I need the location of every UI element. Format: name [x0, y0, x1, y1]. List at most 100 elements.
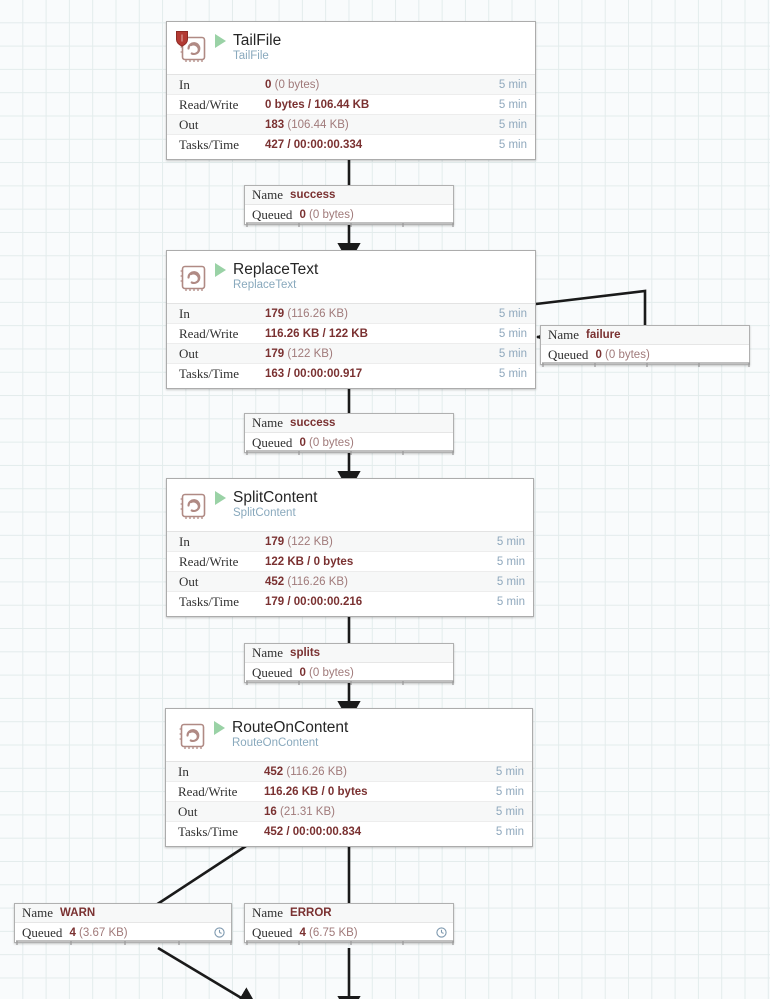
- processor-chip-icon: [180, 265, 206, 291]
- connection-name-value: ERROR: [290, 907, 332, 919]
- stat-label: In: [179, 533, 190, 549]
- connection-label-warn[interactable]: Name WARN Queued 4 (3.67 KB): [14, 903, 232, 943]
- queued-count: 4: [299, 926, 306, 939]
- processor-chip-icon: [179, 723, 205, 749]
- stat-time: 5 min: [498, 307, 527, 320]
- stat-value: 179 (122 KB): [265, 348, 499, 360]
- expiration-clock-icon[interactable]: [214, 927, 225, 938]
- stat-row-out: Out 452 (116.26 KB) 5 min: [167, 572, 533, 592]
- connection-queued-row: Queued 0 (0 bytes): [245, 433, 453, 452]
- connection-name-value: success: [290, 189, 336, 201]
- queued-count: 0: [299, 436, 306, 449]
- processor-splitcontent[interactable]: SplitContent SplitContent In 179 (122 KB…: [166, 478, 534, 617]
- stat-label: In: [179, 76, 190, 92]
- stat-label: Tasks/Time: [179, 594, 240, 609]
- stat-row-out: Out 179 (122 KB) 5 min: [167, 344, 535, 364]
- connection-name-row: Name ERROR: [245, 904, 453, 923]
- run-play-icon[interactable]: [215, 33, 226, 48]
- processor-titles: TailFile TailFile: [215, 31, 281, 64]
- edge-routeoncontent-to-warn: [155, 844, 247, 907]
- stat-value-dim: (122 KB): [287, 535, 333, 548]
- connection-queued-value: 4 (6.75 KB): [299, 927, 357, 939]
- processor-replacetext[interactable]: ReplaceText ReplaceText In 179 (116.26 K…: [166, 250, 536, 389]
- stat-value-strong: 452: [264, 765, 284, 778]
- stat-label: Read/Write: [179, 325, 239, 341]
- processor-stats-table: In 179 (122 KB) 5 min Read/Write 122 KB …: [167, 531, 533, 612]
- connection-label-failure[interactable]: Name failure Queued 0 (0 bytes): [540, 325, 750, 365]
- stat-row-out: Out 16 (21.31 KB) 5 min: [166, 802, 532, 822]
- stat-time: 5 min: [495, 785, 524, 798]
- stat-label: Tasks/Time: [179, 366, 240, 381]
- stat-value-dim: (106.44 KB): [287, 118, 349, 131]
- connection-label-error[interactable]: Name ERROR Queued 4 (6.75 KB): [244, 903, 454, 943]
- expiration-clock-icon[interactable]: [436, 927, 447, 938]
- stat-time: 5 min: [498, 139, 527, 151]
- stat-value: 163 / 00:00:00.917: [265, 368, 499, 380]
- processor-title-row: SplitContent: [215, 489, 317, 506]
- stat-value: 452 (116.26 KB): [264, 766, 496, 778]
- stat-value-dim: (116.26 KB): [287, 307, 348, 320]
- stat-time: 5 min: [498, 368, 527, 380]
- stat-label: Out: [179, 573, 199, 589]
- processor-name: SplitContent: [233, 489, 318, 506]
- connection-name-row: Name success: [245, 414, 453, 433]
- stat-value-strong: 122 KB / 0 bytes: [265, 555, 354, 568]
- processor-type: TailFile: [233, 50, 269, 62]
- stat-label: Read/Write: [178, 783, 238, 799]
- connection-label-success-1[interactable]: Name success Queued 0 (0 bytes): [244, 185, 454, 225]
- run-play-icon[interactable]: [215, 490, 226, 505]
- stat-value-dim: (116.26 KB): [287, 575, 348, 588]
- run-play-icon[interactable]: [215, 262, 226, 277]
- run-play-icon[interactable]: [214, 720, 225, 735]
- connection-name-key: Name: [252, 415, 284, 430]
- stat-label: Tasks/Time: [179, 137, 240, 152]
- connection-label-splits[interactable]: Name splits Queued 0 (0 bytes): [244, 643, 454, 683]
- connection-scale-bar-warn: [16, 940, 232, 945]
- connection-label-success-2[interactable]: Name success Queued 0 (0 bytes): [244, 413, 454, 453]
- stat-label: Out: [179, 116, 199, 132]
- stat-row-in: In 179 (116.26 KB) 5 min: [167, 304, 535, 324]
- stat-value: 179 / 00:00:00.216: [265, 596, 497, 608]
- processor-type: ReplaceText: [233, 279, 297, 291]
- stat-value: 452 / 00:00:00.834: [264, 826, 496, 838]
- processor-title-row: RouteOnContent: [214, 719, 348, 736]
- stat-row-tasks-time: Tasks/Time 427 / 00:00:00.334 5 min: [167, 135, 535, 155]
- stat-value-strong: 179: [265, 535, 285, 548]
- stat-value: 116.26 KB / 122 KB: [265, 328, 499, 340]
- stat-time: 5 min: [495, 765, 524, 778]
- processor-name: RouteOnContent: [232, 719, 349, 736]
- stat-row-readwrite: Read/Write 116.26 KB / 122 KB 5 min: [167, 324, 535, 344]
- stat-label: In: [179, 305, 190, 321]
- connection-queued-key: Queued: [252, 664, 293, 680]
- processor-routeoncontent[interactable]: RouteOnContent RouteOnContent In 452 (11…: [165, 708, 533, 847]
- stat-value: 122 KB / 0 bytes: [265, 556, 497, 568]
- stat-label: Read/Write: [179, 96, 239, 112]
- connection-name-key: Name: [252, 187, 284, 202]
- connection-name-value: splits: [290, 647, 321, 659]
- stat-value: 183 (106.44 KB): [265, 119, 499, 131]
- connection-scale-bar-success-2: [246, 450, 454, 455]
- processor-tailfile[interactable]: TailFile TailFile In 0 (0 bytes) 5 min R…: [166, 21, 536, 160]
- processor-title-row: TailFile: [215, 32, 281, 49]
- stat-value-strong: 116.26 KB / 122 KB: [265, 327, 368, 340]
- processor-titles: ReplaceText ReplaceText: [215, 260, 318, 293]
- connection-name-value: failure: [586, 329, 621, 341]
- processor-type: SplitContent: [233, 507, 296, 519]
- stat-value-strong: 179: [265, 347, 285, 360]
- stat-label: Out: [178, 803, 198, 819]
- processor-name: TailFile: [233, 32, 282, 49]
- connection-queued-key: Queued: [252, 434, 293, 450]
- stat-row-tasks-time: Tasks/Time 452 / 00:00:00.834 5 min: [166, 822, 532, 842]
- stat-value-strong: 183: [265, 118, 285, 131]
- processor-header: SplitContent SplitContent: [167, 479, 533, 531]
- processor-name: ReplaceText: [233, 261, 319, 278]
- stat-label: In: [178, 763, 189, 779]
- stat-value-dim: (116.26 KB): [286, 765, 347, 778]
- connection-queued-row: Queued 4 (6.75 KB): [245, 923, 453, 942]
- processor-type: RouteOnContent: [232, 737, 319, 749]
- stat-row-tasks-time: Tasks/Time 179 / 00:00:00.216 5 min: [167, 592, 533, 612]
- stat-time: 5 min: [498, 347, 527, 360]
- stat-time: 5 min: [498, 98, 527, 111]
- queued-size: (0 bytes): [605, 348, 650, 361]
